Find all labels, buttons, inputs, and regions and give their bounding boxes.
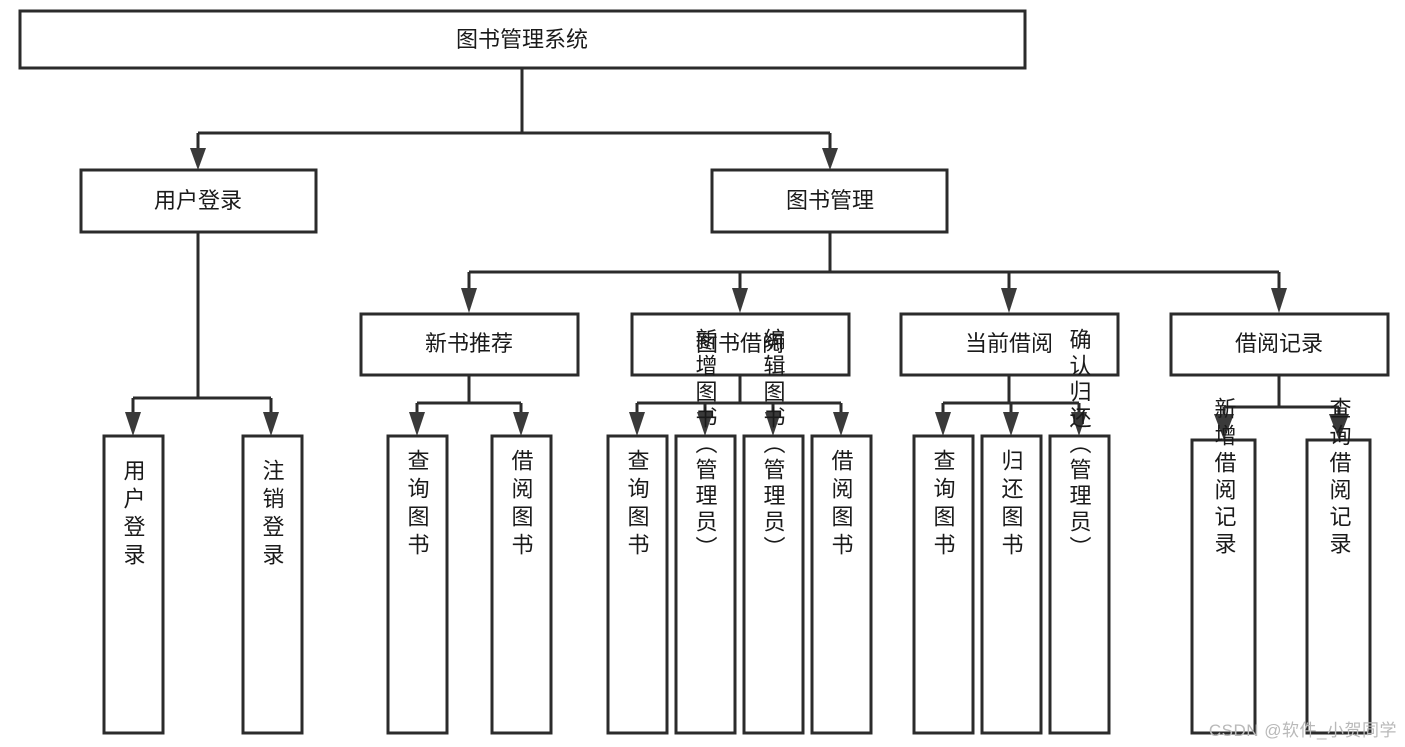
leaf-query-book-1[interactable]: 查询图书 — [386, 434, 449, 735]
leaf-add-record-label: 新增借阅记录 — [1212, 397, 1237, 559]
arrow-borrow-record-leaf-2 — [1329, 414, 1349, 440]
node-book-management-label: 图书管理 — [786, 188, 874, 213]
leaf-borrow-book-1-label: 借阅图书 — [509, 449, 534, 561]
leaf-query-book-3-box[interactable] — [912, 434, 975, 735]
leaf-user-login-box[interactable] — [102, 434, 165, 735]
leaf-user-logout-label: 注销登录 — [260, 459, 285, 571]
arrow-bm-to-borrow-record — [1271, 288, 1287, 313]
arrow-book-borrow-leaf-4 — [833, 412, 849, 436]
leaf-confirm-return-label: 确认归还（管理员） — [1067, 328, 1092, 562]
arrow-user-login-leaf-2 — [263, 412, 279, 436]
arrow-root-to-user-login — [190, 148, 206, 170]
node-new-book-recommend-box[interactable] — [359, 312, 580, 377]
node-current-borrow-label: 当前借阅 — [965, 331, 1053, 356]
node-root[interactable]: 图书管理系统 — [18, 9, 1027, 70]
node-book-borrow-label: 图书借阅 — [696, 331, 784, 356]
leaf-query-book-3-label: 查询图书 — [931, 449, 956, 561]
leaf-user-login[interactable]: 用户登录 — [102, 434, 165, 735]
arrow-book-borrow-leaf-2 — [697, 412, 713, 436]
node-book-borrow-box[interactable] — [630, 312, 851, 377]
leaf-query-book-1-label: 查询图书 — [405, 449, 430, 561]
node-current-borrow-box[interactable] — [899, 312, 1120, 377]
leaf-return-book[interactable]: 归还图书 — [980, 434, 1043, 735]
leaf-edit-book-label: 编辑图书（管理员） — [761, 328, 786, 562]
arrow-current-borrow-leaf-1 — [935, 412, 951, 436]
leaf-query-book-3[interactable]: 查询图书 — [912, 434, 975, 735]
leaf-borrow-book-2-label: 借阅图书 — [829, 449, 854, 561]
leaf-query-book-2-label: 查询图书 — [625, 449, 650, 561]
node-new-book-recommend-label: 新书推荐 — [425, 331, 513, 356]
arrow-book-borrow-leaf-3 — [765, 412, 781, 436]
leaf-edit-book-box[interactable] — [742, 434, 805, 735]
leaf-query-book-2[interactable]: 查询图书 — [606, 434, 669, 735]
node-user-login-box[interactable] — [79, 168, 318, 234]
leaf-borrow-book-2-box[interactable] — [810, 434, 873, 735]
arrow-borrow-record-leaf-1 — [1214, 414, 1234, 440]
edge-group — [125, 68, 1349, 440]
leaf-query-record-box[interactable] — [1305, 438, 1372, 735]
leaf-query-record[interactable]: 查询借阅记录 — [1305, 397, 1372, 735]
arrow-root-to-book-management — [822, 148, 838, 170]
arrow-new-book-leaf-2 — [513, 412, 529, 436]
node-borrow-record-label: 借阅记录 — [1235, 331, 1323, 356]
arrow-user-login-leaf-1 — [125, 412, 141, 436]
leaf-user-login-label: 用户登录 — [121, 459, 146, 571]
arrow-bm-to-current-borrow — [1001, 288, 1017, 313]
node-user-login-label: 用户登录 — [154, 188, 242, 213]
leaf-return-book-label: 归还图书 — [999, 449, 1024, 561]
arrow-book-borrow-leaf-1 — [629, 412, 645, 436]
leaf-confirm-return[interactable]: 确认归还（管理员） — [1048, 328, 1111, 735]
node-new-book-recommend[interactable]: 新书推荐 — [359, 312, 580, 377]
node-root-box[interactable] — [18, 9, 1027, 70]
leaf-add-record-box[interactable] — [1190, 438, 1257, 735]
leaf-query-book-2-box[interactable] — [606, 434, 669, 735]
leaf-user-logout[interactable]: 注销登录 — [241, 434, 304, 735]
leaf-borrow-book-1-box[interactable] — [490, 434, 553, 735]
node-borrow-record-box[interactable] — [1169, 312, 1390, 377]
leaf-query-book-1-box[interactable] — [386, 434, 449, 735]
leaf-borrow-book-1[interactable]: 借阅图书 — [490, 434, 553, 735]
leaf-add-book-box[interactable] — [674, 434, 737, 735]
leaf-confirm-return-box[interactable] — [1048, 434, 1111, 735]
node-book-management[interactable]: 图书管理 — [710, 168, 949, 234]
arrow-current-borrow-leaf-3 — [1071, 412, 1087, 436]
arrow-bm-to-new-book — [461, 288, 477, 313]
arrow-bm-to-book-borrow — [732, 288, 748, 313]
arrow-current-borrow-leaf-2 — [1003, 412, 1019, 436]
node-root-label: 图书管理系统 — [456, 27, 588, 52]
node-user-login[interactable]: 用户登录 — [79, 168, 318, 234]
leaf-add-book-label: 新增图书（管理员） — [693, 328, 718, 562]
leaf-return-book-box[interactable] — [980, 434, 1043, 735]
csdn-watermark: CSDN @软件_小贺同学 — [1208, 721, 1397, 740]
node-current-borrow[interactable]: 当前借阅 — [899, 312, 1120, 377]
node-book-borrow[interactable]: 图书借阅 — [630, 312, 851, 377]
leaf-add-book[interactable]: 新增图书（管理员） — [674, 328, 737, 735]
leaf-edit-book[interactable]: 编辑图书（管理员） — [742, 328, 805, 735]
leaf-add-record[interactable]: 新增借阅记录 — [1190, 397, 1257, 735]
arrow-new-book-leaf-1 — [409, 412, 425, 436]
node-borrow-record[interactable]: 借阅记录 — [1169, 312, 1390, 377]
node-book-management-box[interactable] — [710, 168, 949, 234]
leaf-user-logout-box[interactable] — [241, 434, 304, 735]
leaf-query-record-label: 查询借阅记录 — [1327, 397, 1352, 559]
leaf-borrow-book-2[interactable]: 借阅图书 — [810, 434, 873, 735]
